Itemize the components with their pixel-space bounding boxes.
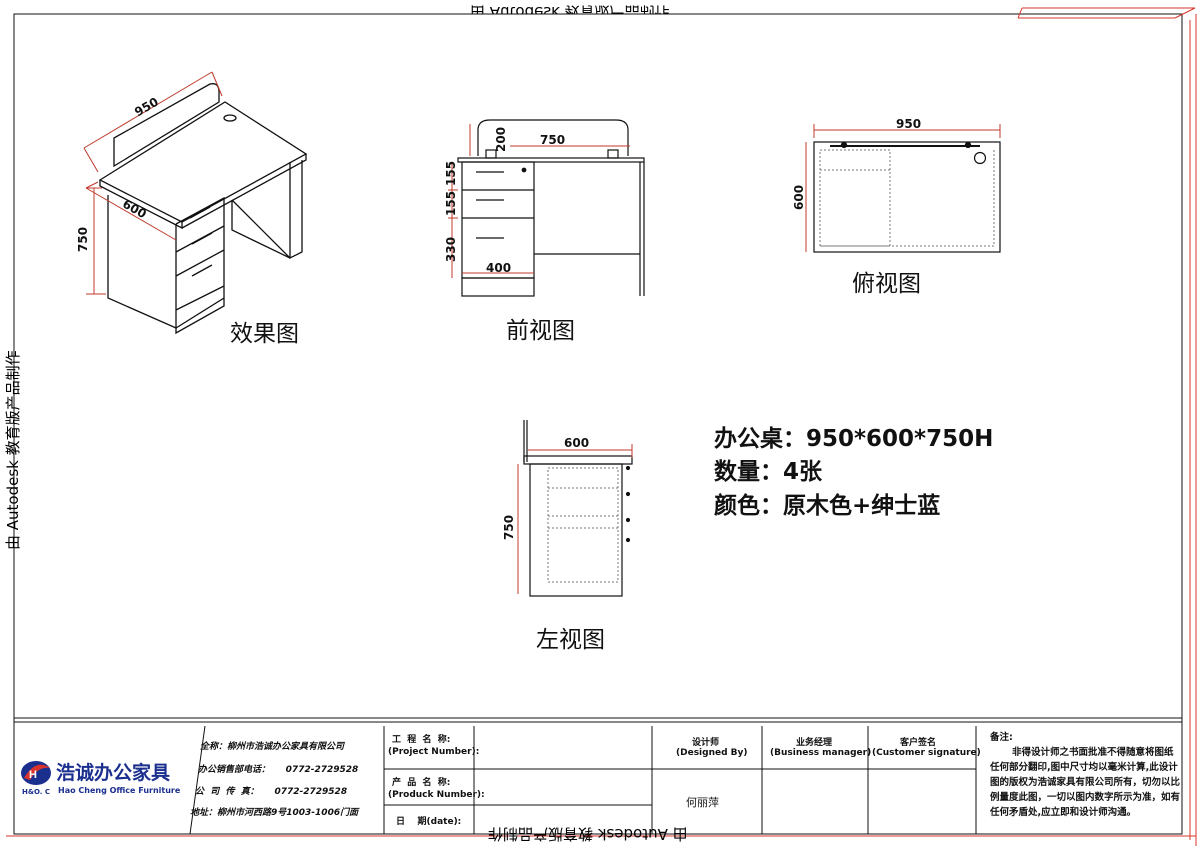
brand-abbr: H&O. C [22,788,50,796]
front-dim-width: 750 [540,133,566,147]
front-dim-drawer3: 330 [444,236,458,262]
top-dim-depth: 600 [792,184,806,210]
project-name-label-en: (Project Number): [388,747,480,757]
designer-label-en: (Designed By) [676,748,748,758]
brand-name-en: Hao Cheng Office Furniture [58,786,181,795]
product-name-label: 产 品 名 称: [392,778,451,788]
brand-name-cn: 浩诚办公家具 [56,762,171,784]
designer-value: 何丽萍 [686,796,719,809]
manager-label: 业务经理 [796,738,833,748]
label-left-view: 左视图 [536,627,605,653]
title-block-grid [189,725,977,835]
label-effect-view: 效果图 [230,321,299,347]
left-dimension-lines [517,444,633,594]
top-dim-width: 950 [896,117,922,131]
company-name: 全称：柳州市浩诚办公家具有限公司 [200,742,345,752]
frame-corner-marks [6,7,1197,846]
left-view [523,420,633,597]
left-view-hidden-lines [547,467,619,583]
left-dim-depth: 600 [564,436,590,450]
watermark-left: 由 Autodesk 教育版产品制作 [4,350,22,550]
company-address: 地址：柳州市河西路9号1003-1006门面 [190,808,359,818]
spec-quantity: 数量：4张 [714,459,823,485]
left-dim-height: 750 [502,514,516,540]
isometric-view [98,83,308,335]
project-name-label: 工 程 名 称: [392,735,451,745]
front-dim-panel: 200 [494,126,508,152]
sheet-frame [13,13,1183,835]
product-name-label-en: (Produck Number): [388,790,485,800]
brand-logo-icon: H [21,761,51,785]
notes-body: 非得设计师之书面批准不得随意将图纸任何部分翻印,图中尺寸均以毫米计算,此设计图的… [990,747,1181,818]
spec-color: 颜色：原木色+绅士蓝 [714,493,941,519]
isometric-dimension-lines [83,71,223,295]
front-dim-pedestal: 400 [486,261,512,275]
notes-title: 备注: [990,732,1013,743]
iso-dim-height: 750 [76,226,90,252]
watermark-bottom: 由 Autodesk 教育版产品制作 [488,825,688,843]
front-view [457,119,645,297]
designer-label: 设计师 [692,738,720,748]
front-dim-drawer2: 155 [444,190,458,216]
sales-phone: 办公销售部电话： 0772-2729528 [198,765,359,775]
front-dimension-lines [448,124,630,278]
front-dim-drawer1: 155 [444,160,458,186]
spec-size: 办公桌：950*600*750H [714,426,994,452]
notes-block: 备注: 非得设计师之书面批准不得随意将图纸任何部分翻印,图中尺寸均以毫米计算,此… [990,730,1182,820]
customer-label: 客户签名 [900,738,937,748]
label-front-view: 前视图 [506,318,575,344]
svg-text:H: H [29,769,37,781]
customer-label-en: (Customer signature) [872,748,981,758]
top-dimension-lines [805,124,1001,252]
label-top-view: 俯视图 [852,271,921,297]
fax-number: 公 司 传 真： 0772-2729528 [195,787,348,797]
top-view [813,141,1001,253]
date-label: 日 期(date): [396,817,462,827]
manager-label-en: (Business manager) [770,748,872,758]
top-view-hidden-lines [819,149,995,247]
